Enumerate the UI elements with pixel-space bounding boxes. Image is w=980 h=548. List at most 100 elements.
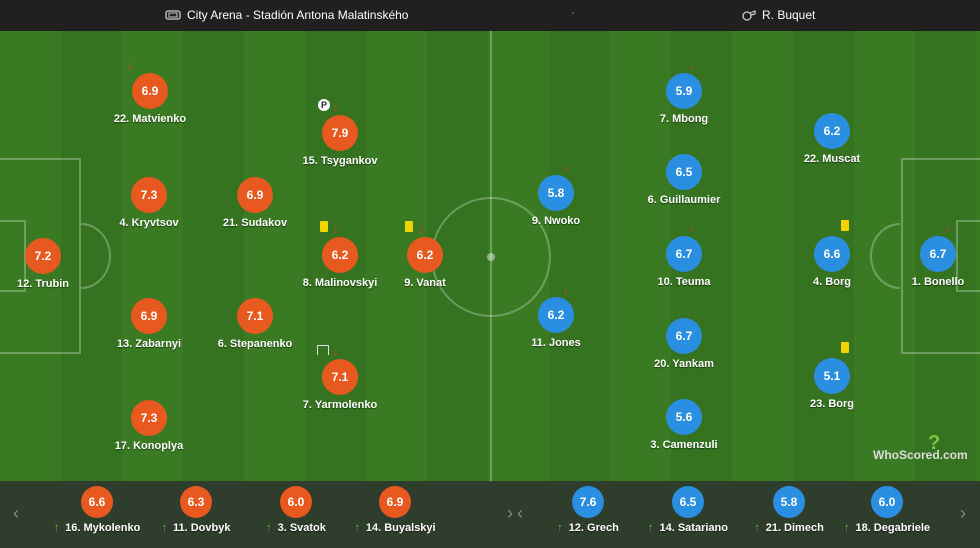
subbed-off-icon: ↓ [418,222,424,236]
player-rating: 6.7 [920,236,956,272]
venue-info: City Arena - Stadión Antona Malatinského [165,8,408,22]
player-rating: 6.9 [379,486,411,518]
subbed-on-icon: ↑ [161,522,168,534]
sub-dovbyk[interactable]: 6.3 ↑11. Dovbyk [121,486,271,534]
player-rating: 6.9 [237,177,273,213]
player-rating: 6.2 [407,237,443,273]
match-info-bar: City Arena - Stadión Antona Malatinského… [0,0,980,31]
player-rating: 7.1 [322,359,358,395]
player-nwoko[interactable]: ↓ 5.8 9. Nwoko [481,161,631,227]
player-rating: 7.6 [572,486,604,518]
player-stepanenko[interactable]: 7.1 6. Stepanenko [180,298,330,350]
prev-arrow-icon[interactable]: ‹ [13,503,19,523]
player-tsygankov[interactable]: P ↓ 7.9 15. Tsygankov [265,99,415,167]
subbed-off-icon: ↓ [333,100,339,114]
sub-dimech[interactable]: 5.8 ↑21. Dimech [714,486,864,534]
player-borg-4[interactable]: 6.6 4. Borg [757,220,907,288]
player-konoplya[interactable]: 7.3 17. Konoplya [74,400,224,452]
sub-mykolenko[interactable]: 6.6 ↑16. Mykolenko [22,486,172,534]
subbed-off-icon: ↓ [127,58,133,72]
player-name: 9. Vanat [404,277,446,289]
subbed-off-icon: ↓ [563,282,569,296]
player-borg-23[interactable]: 5.1 23. Borg [757,342,907,410]
player-yankam[interactable]: 6.7 20. Yankam [609,318,759,370]
player-name: ↑3. Svatok [266,522,326,534]
sub-svatok[interactable]: 6.0 ↑3. Svatok [221,486,371,534]
player-rating: 5.8 [773,486,805,518]
referee-name: R. Buquet [762,8,816,22]
next-arrow-icon[interactable]: › [507,503,513,523]
player-rating: 6.0 [280,486,312,518]
player-name: 12. Trubin [17,278,69,290]
player-name: 6. Stepanenko [217,338,293,350]
subbed-off-icon: ↓ [689,221,695,235]
player-name: 9. Nwoko [531,215,581,227]
sub-degabriele[interactable]: 6.0 ↑18. Degabriele [812,486,962,534]
player-name: ↑21. Dimech [754,522,824,534]
player-name: 13. Zabarnyi [116,338,182,350]
player-vanat[interactable]: ↓ 6.2 9. Vanat [350,221,500,289]
logo-text: WhoScored.com [873,448,968,462]
player-name: 23. Borg [809,398,854,410]
player-mbong[interactable]: ↓ 5.9 7. Mbong [609,59,759,125]
yellow-card-icon [320,221,328,232]
player-rating: 7.9 [322,115,358,151]
center-spot [487,253,495,261]
player-name: ↑14. Satariano [648,522,728,534]
player-muscat[interactable]: 6.2 22. Muscat [757,113,907,165]
player-name: 3. Camenzuli [650,439,718,451]
player-name: 22. Matvienko [113,113,187,125]
subbed-off-icon: ↓ [945,221,951,235]
venue-name: City Arena - Stadión Antona Malatinského [187,8,409,22]
sub-grech[interactable]: 7.6 ↑12. Grech [513,486,663,534]
player-trubin[interactable]: 7.2 12. Trubin [0,238,118,290]
player-name: ↑18. Degabriele [843,522,931,534]
sub-buyalskyi[interactable]: 6.9 ↑14. Buyalskyi [320,486,470,534]
player-kryvtsov[interactable]: 7.3 4. Kryvtsov [74,177,224,229]
subbed-on-icon: ↑ [843,522,850,534]
player-rating: 6.2 [322,237,358,273]
player-jones[interactable]: ↓ 6.2 11. Jones [481,283,631,349]
player-rating: 7.2 [25,238,61,274]
player-malinovskyi[interactable]: ↓ 6.2 8. Malinovskyi [265,221,415,289]
sub-satariano[interactable]: 6.5 ↑14. Satariano [613,486,763,534]
player-name: 4. Borg [813,276,851,288]
player-rating: 6.0 [871,486,903,518]
subbed-on-icon: ↑ [266,522,272,534]
player-rating: 6.2 [538,297,574,333]
right-penalty-box [901,158,980,354]
player-name: ↑12. Grech [557,522,619,534]
player-name: 21. Sudakov [222,217,288,229]
subbed-on-icon: ↑ [53,522,60,534]
player-rating: 6.7 [666,318,702,354]
subbed-on-icon: ↑ [648,522,654,534]
player-rating: 7.3 [131,400,167,436]
player-guillaumier[interactable]: 6.5 6. Guillaumier [609,154,759,206]
player-rating: 6.5 [672,486,704,518]
subbed-off-icon: ↓ [333,344,339,358]
player-teuma[interactable]: ↓ 6.7 10. Teuma [609,222,759,288]
next-arrow-icon[interactable]: › [960,503,966,523]
player-rating: 6.6 [81,486,113,518]
player-rating: 7.1 [237,298,273,334]
player-name: 7. Yarmolenko [302,399,378,411]
player-name: ↑11. Dovbyk [161,522,231,534]
player-rating: 6.6 [814,236,850,272]
separator: · [571,7,575,19]
right-goal-box [956,220,980,292]
whoscored-logo: ? WhoScored.com [873,432,968,462]
player-yarmolenko[interactable]: ↓ 7.1 7. Yarmolenko [265,345,415,411]
prev-arrow-icon[interactable]: ‹ [517,503,523,523]
player-name: 7. Mbong [659,113,709,125]
player-camenzuli[interactable]: 5.6 3. Camenzuli [609,399,759,451]
player-bonello[interactable]: ↓ 6.7 1. Bonello [863,222,980,288]
player-zabarnyi[interactable]: 6.9 13. Zabarnyi [74,298,224,350]
whistle-icon [742,10,756,21]
player-sudakov[interactable]: 6.9 21. Sudakov [180,177,330,229]
player-name: 15. Tsygankov [302,155,378,167]
player-matvienko[interactable]: ↓ 6.9 22. Matvienko [75,59,225,125]
player-rating: 5.6 [666,399,702,435]
subbed-on-icon: ↑ [557,522,563,534]
subbed-off-icon: ↓ [563,160,569,174]
player-name: ↑16. Mykolenko [53,522,141,534]
